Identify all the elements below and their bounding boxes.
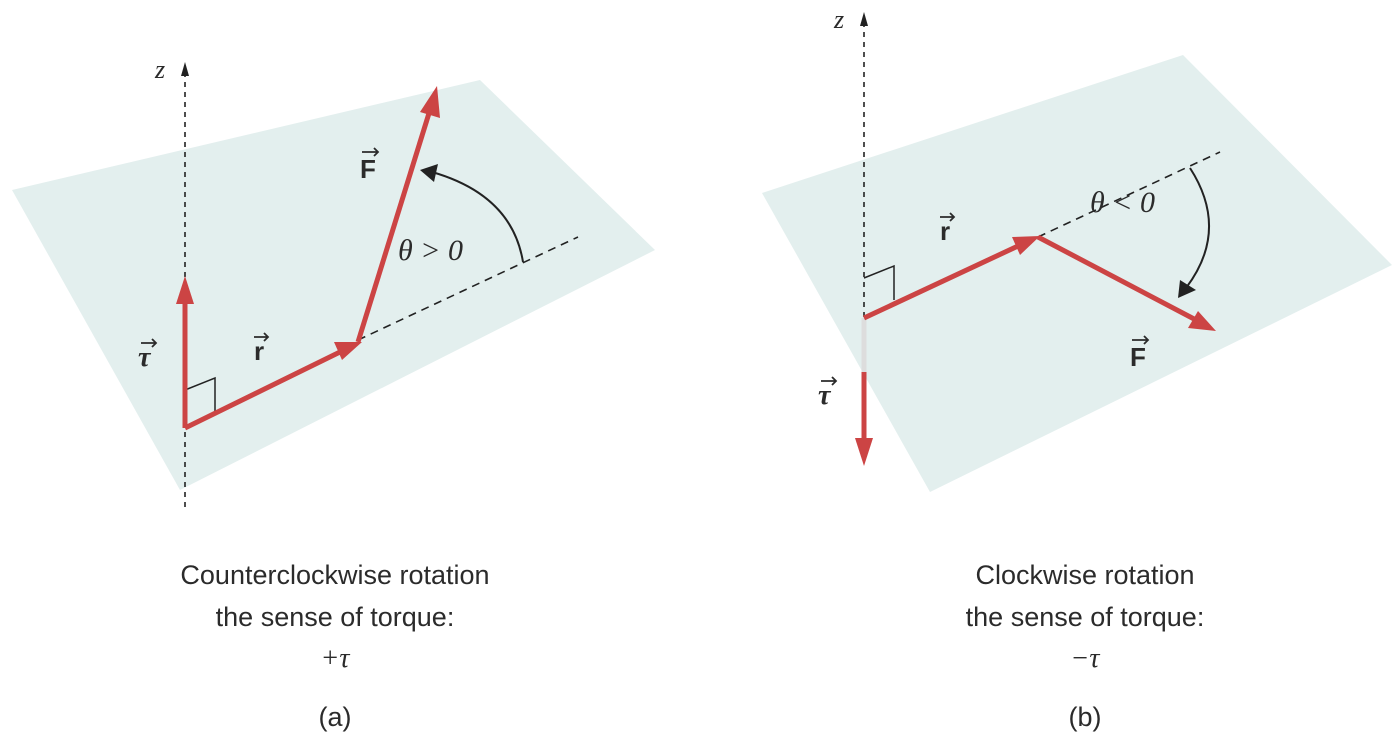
r-extension-a (357, 236, 579, 341)
plane-a (12, 80, 655, 490)
F-arrowhead-a (420, 86, 440, 118)
r-extension-b (1037, 151, 1221, 238)
F-overarrow-a (362, 147, 380, 157)
F-label-b: F (1130, 342, 1146, 372)
F-vector-a (355, 109, 433, 343)
r-vector-b (862, 243, 1020, 321)
z-axis-arrowhead-a (181, 62, 189, 76)
plane-b (762, 55, 1392, 492)
caption-a-line1: Counterclockwise rotation (180, 560, 490, 590)
right-angle-marker-b (863, 264, 895, 300)
r-vector-a (183, 349, 342, 431)
r-overarrow-a (254, 332, 270, 342)
angle-arc-a (431, 171, 524, 263)
angle-arc-b (1185, 167, 1210, 289)
r-arrowhead-b (1012, 236, 1040, 255)
panel-tag-b: (b) (1068, 702, 1102, 732)
F-vector-b (1036, 234, 1198, 323)
caption-b-symbol: −τ (1070, 643, 1100, 674)
caption-b: Clockwise rotation the sense of torque: … (840, 554, 1330, 680)
panel-tag-a: (a) (318, 702, 352, 732)
r-label-a: r (254, 336, 264, 366)
angle-label-a: θ > 0 (398, 234, 463, 267)
panel-b: z τ r F θ < 0 (762, 5, 1392, 492)
F-label-a: F (360, 154, 376, 184)
tau-arrowhead-b (855, 438, 873, 466)
caption-b-line1: Clockwise rotation (975, 560, 1195, 590)
caption-b-line2: the sense of torque: (965, 602, 1205, 632)
z-axis-arrowhead-b (860, 12, 868, 26)
tau-arrowhead-a (176, 276, 194, 304)
tau-overarrow-b (821, 376, 838, 386)
r-label-b: r (940, 216, 950, 246)
angle-arc-arrowhead-b (1178, 280, 1196, 298)
angle-label-b: θ < 0 (1090, 186, 1155, 219)
caption-a-symbol: +τ (320, 643, 350, 674)
right-angle-marker-a (184, 376, 216, 412)
panel-a: z τ r F θ > 0 (12, 55, 655, 510)
tau-label-b: τ (818, 380, 832, 411)
caption-a: Counterclockwise rotation the sense of t… (90, 554, 580, 680)
z-label-a: z (154, 55, 165, 84)
caption-a-line2: the sense of torque: (215, 602, 455, 632)
F-arrowhead-b (1188, 311, 1216, 331)
tau-label-a: τ (138, 342, 152, 373)
angle-arc-arrowhead-a (420, 164, 438, 182)
F-overarrow-b (1132, 335, 1150, 345)
z-label-b: z (833, 5, 844, 34)
r-arrowhead-a (334, 342, 362, 360)
tau-overarrow-a (141, 338, 158, 348)
r-overarrow-b (940, 212, 956, 222)
